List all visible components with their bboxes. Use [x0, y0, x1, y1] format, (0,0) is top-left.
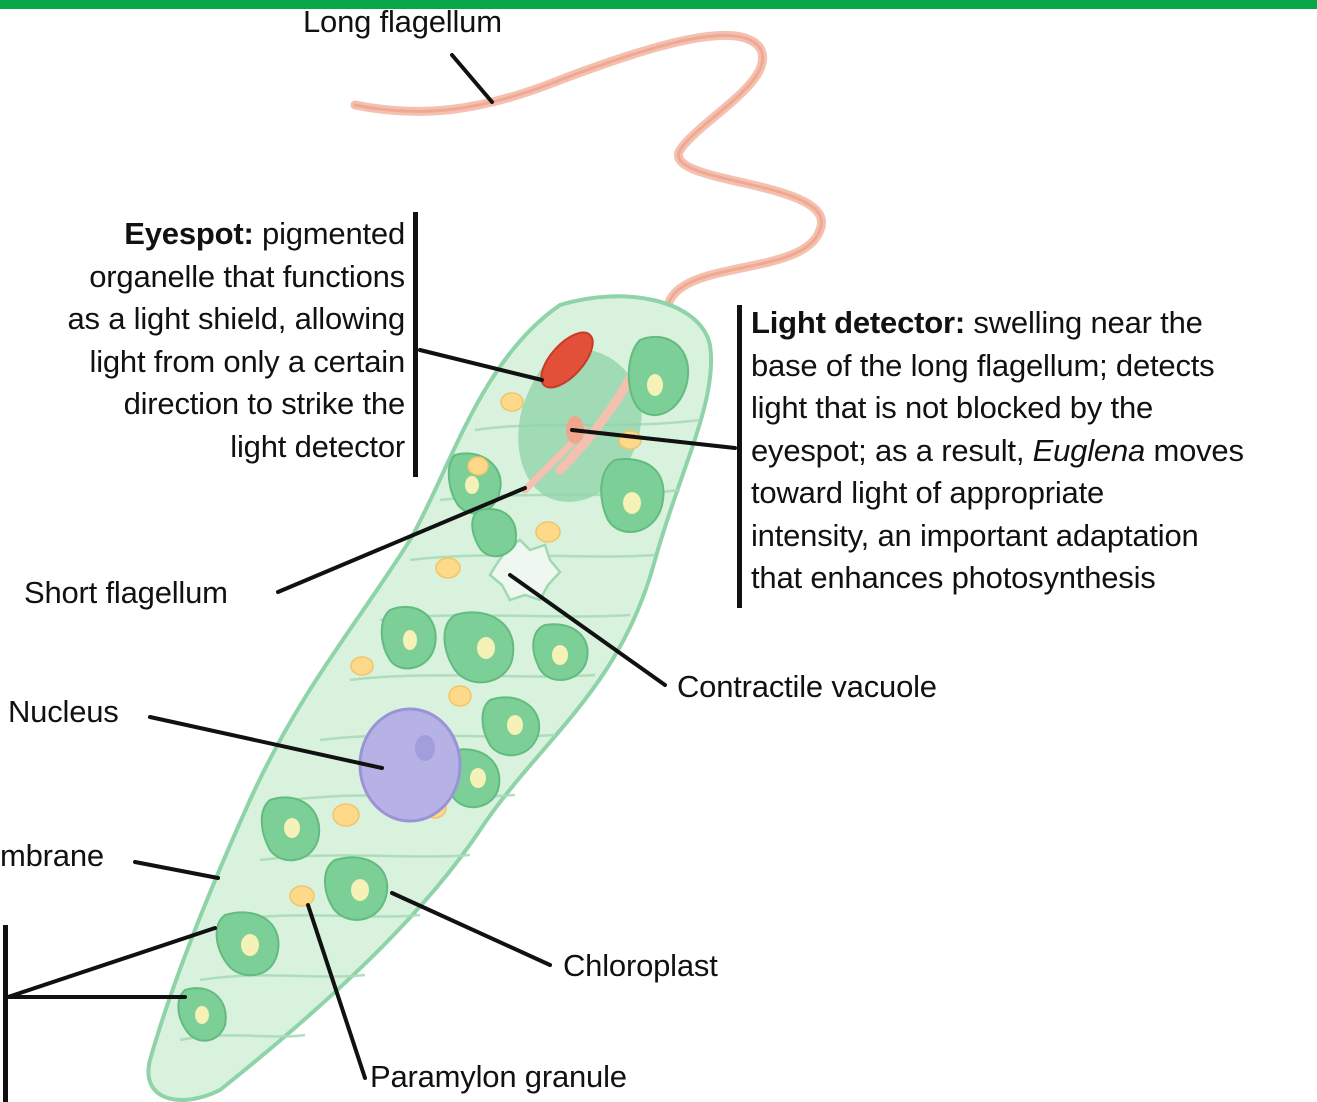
light-detector-term: Light detector:: [751, 305, 965, 340]
eyespot-bracket: [413, 212, 418, 477]
leader-chloroplast: [392, 893, 550, 965]
label-contractile-vacuole: Contractile vacuole: [677, 671, 937, 702]
label-paramylon-granule: Paramylon granule: [370, 1061, 627, 1092]
label-short-flagellum: Short flagellum: [24, 577, 228, 608]
leader-long-flagellum: [452, 55, 492, 102]
eyespot-term: Eyespot:: [124, 216, 253, 251]
label-long-flagellum: Long flagellum: [303, 6, 502, 37]
leader-membrane: [135, 862, 218, 878]
label-membrane: mbrane: [0, 840, 104, 871]
light-detector-description: Light detector: swelling near the base o…: [751, 302, 1317, 600]
left-bracket: [3, 925, 8, 1102]
eyespot-description: Eyespot: pigmented organelle that functi…: [67, 213, 405, 468]
label-nucleus: Nucleus: [8, 696, 119, 727]
label-chloroplast: Chloroplast: [563, 950, 718, 981]
light-detector-bracket: [737, 305, 742, 608]
